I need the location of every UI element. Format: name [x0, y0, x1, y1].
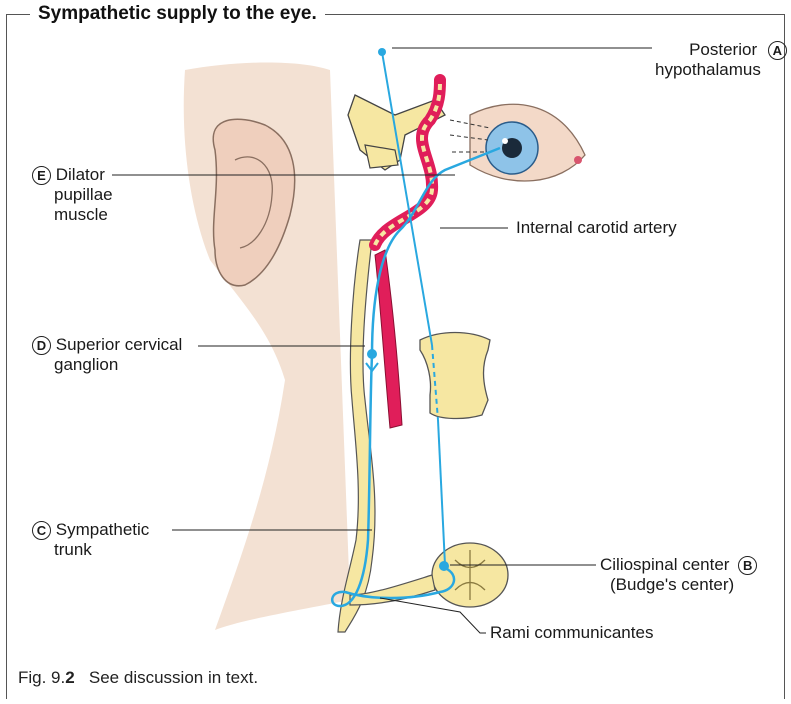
superior-cervical-ganglion-node: [367, 349, 377, 359]
posterior-hypothalamus-node: [378, 48, 386, 56]
label-dilator-pupillae-line3: muscle: [54, 205, 108, 224]
label-posterior-hypothalamus: Posterior A hypothalamus: [655, 40, 787, 80]
eye-highlight: [502, 138, 508, 144]
label-internal-carotid-artery: Internal carotid artery: [516, 218, 677, 238]
label-posterior-hypothalamus-line1: Posterior: [689, 40, 757, 59]
label-dilator-pupillae: E Dilator pupillae muscle: [32, 165, 113, 225]
label-superior-cervical-ganglion: D Superior cervical ganglion: [32, 335, 182, 375]
label-sympathetic-trunk-line1: Sympathetic: [56, 520, 150, 539]
label-ciliospinal-center-line2: (Budge's center): [610, 575, 734, 594]
label-ciliospinal-center: Ciliospinal center B (Budge's center): [600, 555, 757, 595]
badge-c: C: [32, 521, 51, 540]
badge-e: E: [32, 166, 51, 185]
caption-prefix: Fig. 9.: [18, 668, 65, 687]
label-superior-cervical-ganglion-line2: ganglion: [54, 355, 118, 374]
badge-b: B: [738, 556, 757, 575]
badge-d: D: [32, 336, 51, 355]
badge-a: A: [768, 41, 787, 60]
label-sympathetic-trunk-line2: trunk: [54, 540, 92, 559]
label-sympathetic-trunk: C Sympathetic trunk: [32, 520, 149, 560]
label-posterior-hypothalamus-line2: hypothalamus: [655, 60, 761, 79]
upper-cord-section: [420, 333, 490, 419]
central-pathway-lower: [438, 420, 445, 565]
figure-caption: Fig. 9.2 See discussion in text.: [18, 668, 258, 688]
ciliospinal-node: [439, 561, 449, 571]
label-dilator-pupillae-line1: Dilator: [56, 165, 105, 184]
label-rami-communicantes: Rami communicantes: [490, 623, 653, 643]
label-dilator-pupillae-line2: pupillae: [54, 185, 113, 204]
caption-number: 2: [65, 668, 74, 687]
label-superior-cervical-ganglion-line1: Superior cervical: [56, 335, 183, 354]
label-ciliospinal-center-line1: Ciliospinal center: [600, 555, 729, 574]
caption-text: See discussion in text.: [89, 668, 258, 687]
tear-caruncle: [574, 156, 582, 164]
